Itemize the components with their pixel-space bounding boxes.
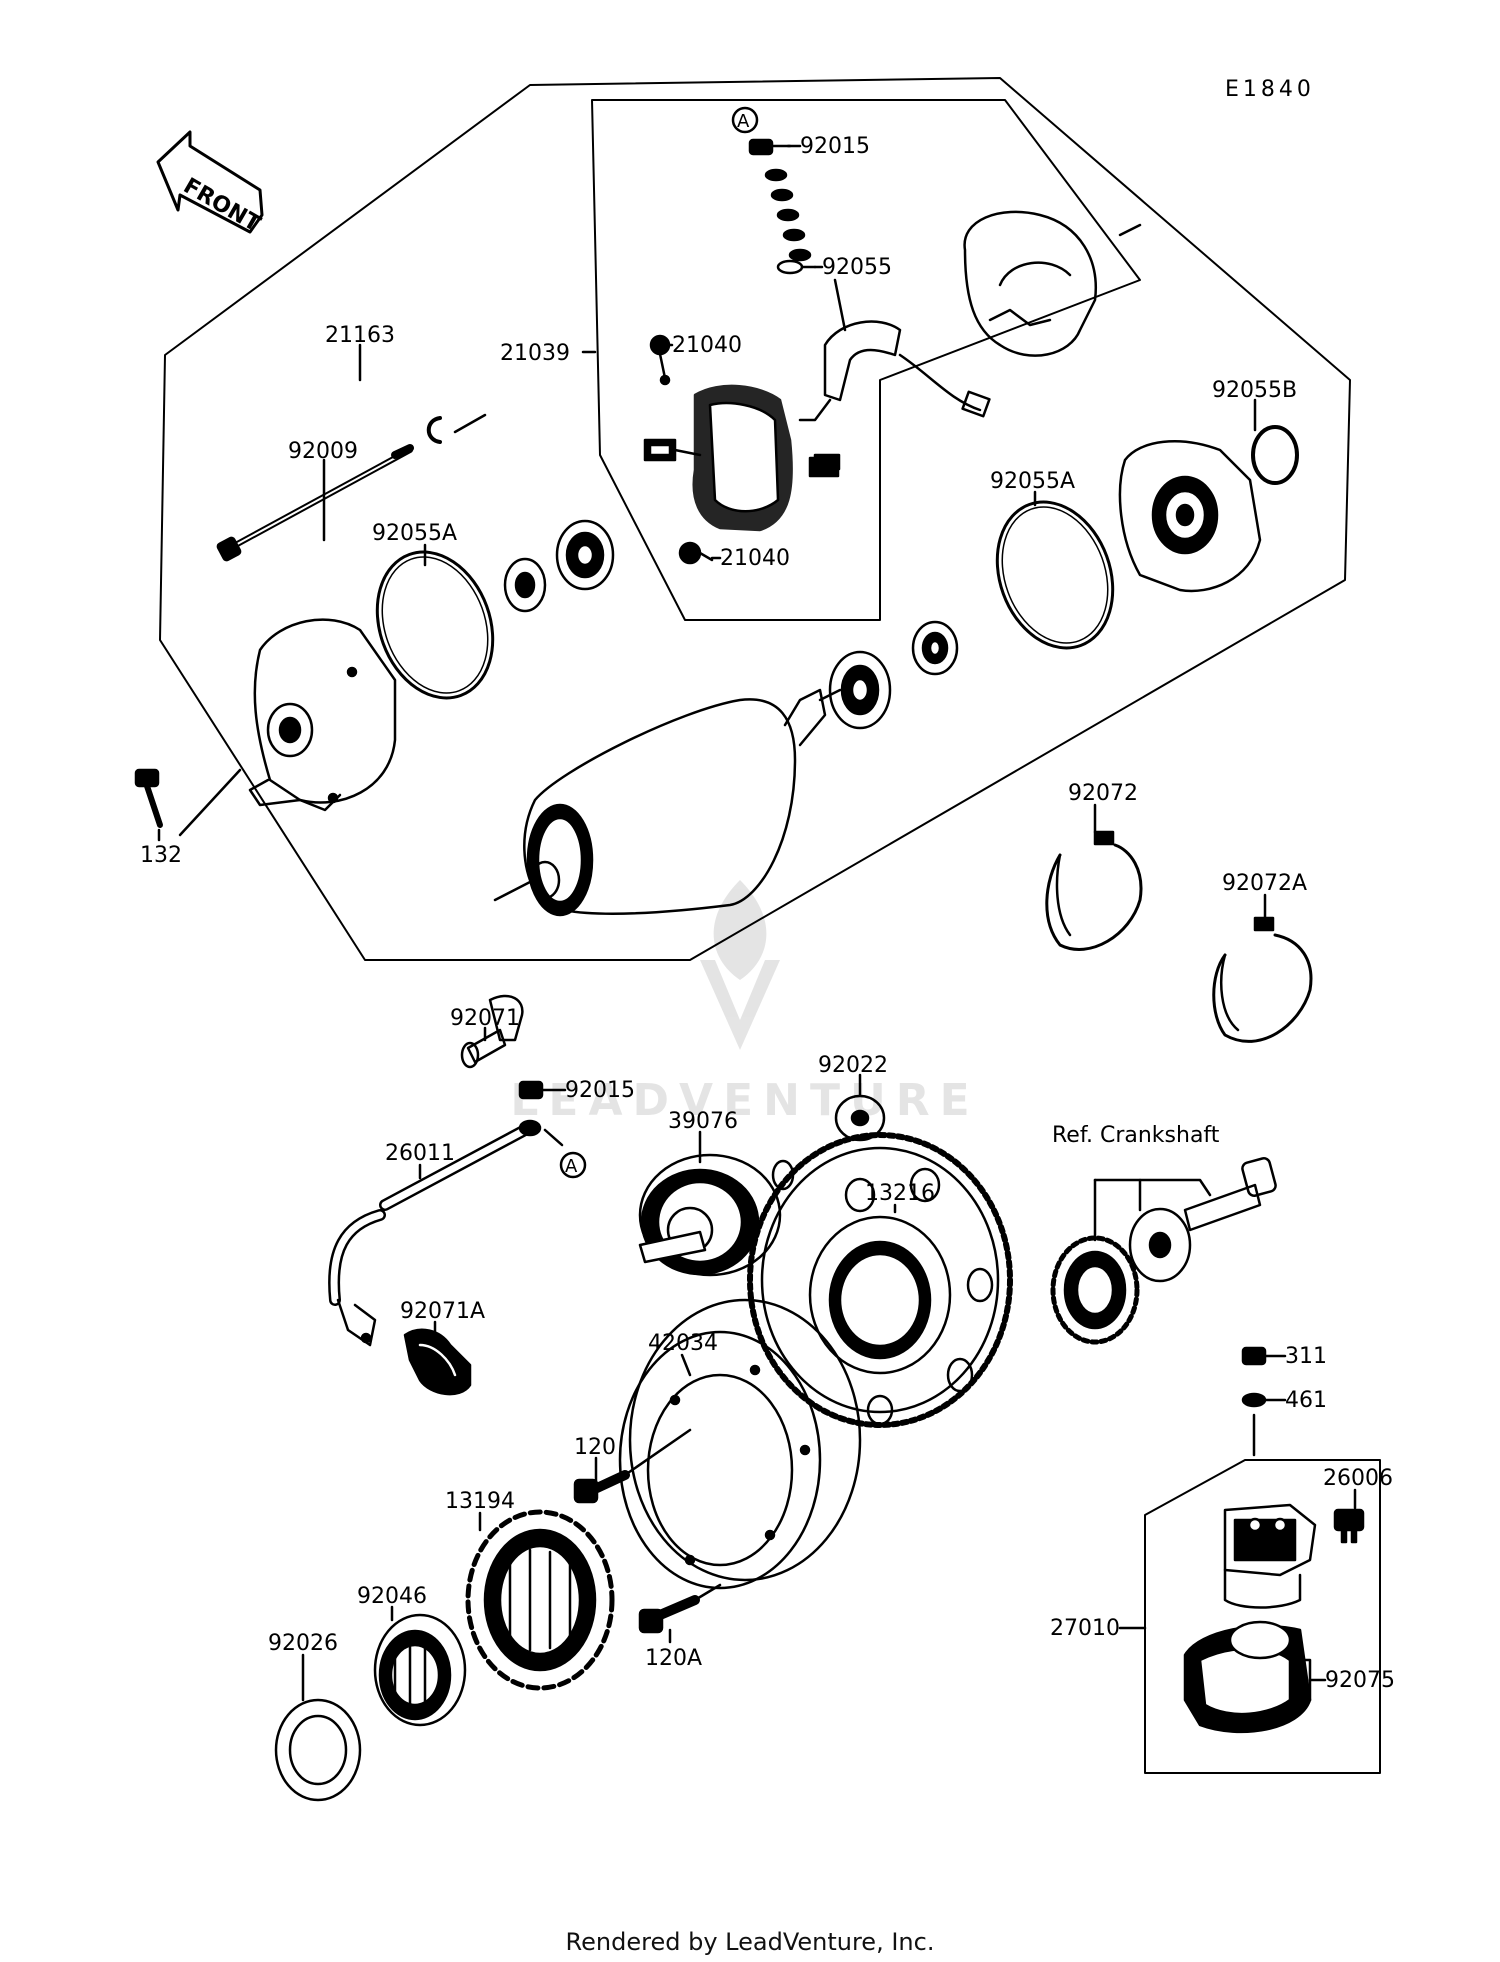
armature [493, 688, 842, 917]
bolt-120A-icon [638, 1583, 722, 1634]
label-92046: 92046 [357, 1584, 427, 1609]
diagram-code: E1840 [1225, 77, 1315, 102]
label-ref-crankshaft: Ref. Crankshaft [1052, 1123, 1220, 1148]
relay-27010-icon [1223, 1503, 1317, 1609]
watermark-text: LEADVENTURE [510, 1075, 979, 1126]
watermark-logo [700, 880, 780, 1050]
label-120: 120 [574, 1435, 616, 1460]
label-92009: 92009 [288, 439, 358, 464]
label-132: 132 [140, 843, 182, 868]
spring-21040-bottom-icon [678, 541, 714, 565]
label-39076: 39076 [668, 1109, 738, 1134]
label-42034: 42034 [648, 1331, 718, 1356]
o-ring-92055A-right [995, 500, 1115, 650]
end-cover-right [1118, 440, 1262, 593]
svg-text:A: A [565, 1156, 578, 1177]
label-92015-top: 92015 [800, 134, 870, 159]
clamp-92072A [1212, 933, 1313, 1043]
label-92055A-left: 92055A [372, 521, 457, 546]
label-92072A: 92072A [1222, 871, 1307, 896]
nut-92015-top [748, 138, 774, 156]
gear-39076-icon [638, 1153, 795, 1277]
cap-92071-icon [460, 994, 524, 1069]
washer-92026 [274, 1698, 362, 1802]
label-21039: 21039 [500, 341, 570, 366]
end-cover-left [248, 618, 397, 812]
label-27010: 27010 [1050, 1616, 1120, 1641]
o-ring-92055A-left [375, 550, 495, 700]
bolt-120-icon [573, 1428, 692, 1504]
clutch-13194-icon [465, 1509, 615, 1691]
label-92055B: 92055B [1212, 378, 1297, 403]
clamp-92072 [1045, 843, 1143, 951]
label-92015-mid: 92015 [565, 1078, 635, 1103]
front-arrow-icon: FRONT [156, 130, 264, 237]
starter-assembly-outline [159, 77, 1351, 961]
label-120A: 120A [645, 1646, 702, 1671]
label-92055: 92055 [822, 255, 892, 280]
footer-credit: Rendered by LeadVenture, Inc. [565, 1928, 935, 1956]
label-21163: 21163 [325, 323, 395, 348]
label-92022: 92022 [818, 1053, 888, 1078]
label-92026: 92026 [268, 1631, 338, 1656]
through-bolt-92009 [216, 444, 414, 562]
label-92071: 92071 [450, 1006, 520, 1031]
cap-92071A-icon [403, 1328, 472, 1396]
svg-text:A: A [737, 111, 750, 132]
cable-26011-icon [328, 1119, 542, 1347]
relay-box-outline [1144, 1459, 1381, 1774]
label-92072: 92072 [1068, 781, 1138, 806]
label-13194: 13194 [445, 1489, 515, 1514]
label-26006: 26006 [1323, 1466, 1393, 1491]
brush-assembly-outline [591, 99, 1141, 621]
bolt-132-icon [134, 768, 242, 837]
housing-42034-icon [618, 1298, 862, 1590]
cover-92075-icon [1183, 1620, 1312, 1734]
label-92071A: 92071A [400, 1299, 485, 1324]
label-21040-b: 21040 [720, 546, 790, 571]
fuse-26006-icon [1333, 1508, 1365, 1544]
label-461: 461 [1285, 1388, 1327, 1413]
bearing-92046-icon [373, 1613, 467, 1727]
label-13216: 13216 [865, 1181, 935, 1206]
gear-13216-icon [747, 1132, 1013, 1428]
brush-plate-icon [643, 384, 840, 532]
label-21040-a: 21040 [672, 333, 742, 358]
label-92075: 92075 [1325, 1668, 1395, 1693]
label-26011: 26011 [385, 1141, 455, 1166]
spring-21040-top-icon [649, 334, 671, 386]
crankshaft-ref-parts [1050, 1157, 1277, 1345]
label-92055A-right: 92055A [990, 469, 1075, 494]
ref-marker-a-bottom: A [543, 1128, 587, 1179]
ref-marker-a-top: A [731, 106, 759, 134]
label-311: 311 [1285, 1344, 1327, 1369]
